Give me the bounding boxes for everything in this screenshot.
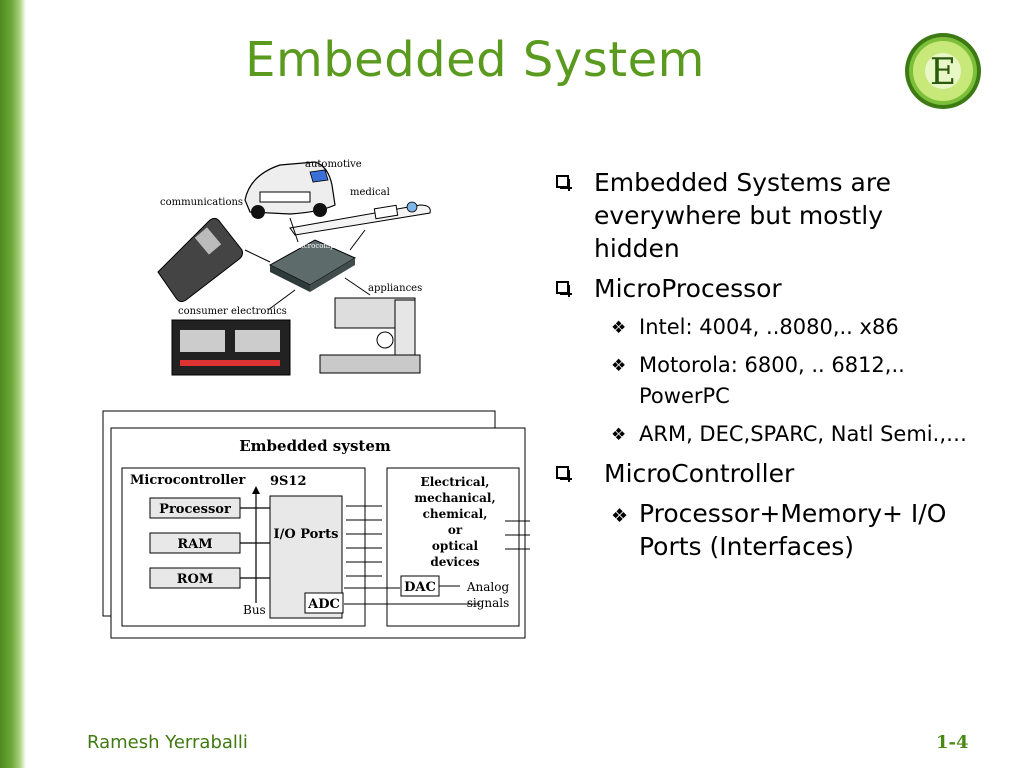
- mobile-phone-icon: [157, 217, 243, 303]
- left-accent-bar: [0, 0, 26, 768]
- sub-bullet-item: ❖ ARM, DEC,SPARC, Natl Semi.,…: [556, 419, 976, 450]
- svg-text:or: or: [448, 523, 463, 537]
- car-icon: [244, 161, 336, 219]
- diamond-bullet-icon: ❖: [611, 318, 627, 338]
- svg-text:chemical,: chemical,: [423, 507, 488, 521]
- adc-block: ADC: [307, 597, 340, 612]
- diamond-bullet-icon: ❖: [611, 356, 627, 376]
- label-consumer-electronics: consumer electronics: [178, 306, 287, 317]
- slide-title: Embedded System: [245, 32, 705, 88]
- label-microcontroller: Microcontroller: [130, 473, 245, 488]
- svg-text:optical: optical: [432, 539, 479, 553]
- square-bullet-icon: [556, 281, 572, 297]
- diamond-bullet-icon: ❖: [611, 425, 627, 445]
- label-medical: medical: [350, 187, 390, 198]
- processor-block: Processor: [159, 502, 231, 517]
- rom-block: ROM: [177, 572, 214, 587]
- svg-text:Electrical,: Electrical,: [421, 475, 490, 489]
- label-bus: Bus: [243, 603, 266, 617]
- sub-bullet-item: ❖ Motorola: 6800, .. 6812,.. PowerPC: [611, 353, 905, 408]
- svg-text:signals: signals: [467, 596, 510, 610]
- svg-text:E: E: [930, 52, 956, 93]
- label-communications: communications: [160, 197, 243, 208]
- ram-block: RAM: [177, 537, 212, 552]
- svg-text:devices: devices: [430, 555, 479, 569]
- embedded-system-diagram: Embedded system Microcontroller 9S12 Pro…: [102, 410, 530, 639]
- sub-bullet-item: ❖ Intel: 4004, ..8080,.. x86: [556, 312, 976, 343]
- diagram-title: Embedded system: [239, 437, 391, 455]
- label-microcomputer: microcomputer: [295, 242, 350, 250]
- page-number: 1-4: [936, 732, 969, 753]
- io-ports-block: I/O Ports: [274, 527, 339, 542]
- label-9s12: 9S12: [270, 474, 307, 489]
- square-bullet-icon: [556, 175, 572, 191]
- bullet-item: MicroProcessor: [556, 272, 976, 305]
- bullet-list: Embedded Systems are everywhere but most…: [556, 166, 976, 570]
- thermometer-icon: [289, 201, 431, 236]
- stereo-deck-icon: [171, 319, 291, 376]
- microcomputer-chip-icon: [268, 239, 357, 292]
- dac-block: DAC: [404, 580, 436, 595]
- label-automotive: automotive: [305, 159, 362, 170]
- square-bullet-icon: [556, 466, 572, 482]
- svg-text:Analog: Analog: [466, 580, 510, 594]
- bullet-item: Embedded Systems are everywhere but most…: [556, 166, 976, 265]
- bullet-item: MicroController: [556, 457, 976, 490]
- sewing-machine-icon: [319, 297, 421, 374]
- footer-author: Ramesh Yerraballi: [87, 732, 248, 753]
- label-appliances: appliances: [368, 283, 422, 294]
- logo-seal-icon: E: [905, 33, 981, 109]
- svg-text:mechanical,: mechanical,: [414, 491, 495, 505]
- embedded-applications-illustration: automotive medical communications microc…: [157, 159, 431, 376]
- sub-bullet-item: ❖ Processor+Memory+ I/O Ports (Interface…: [611, 499, 947, 561]
- diamond-bullet-icon: ❖: [611, 505, 629, 527]
